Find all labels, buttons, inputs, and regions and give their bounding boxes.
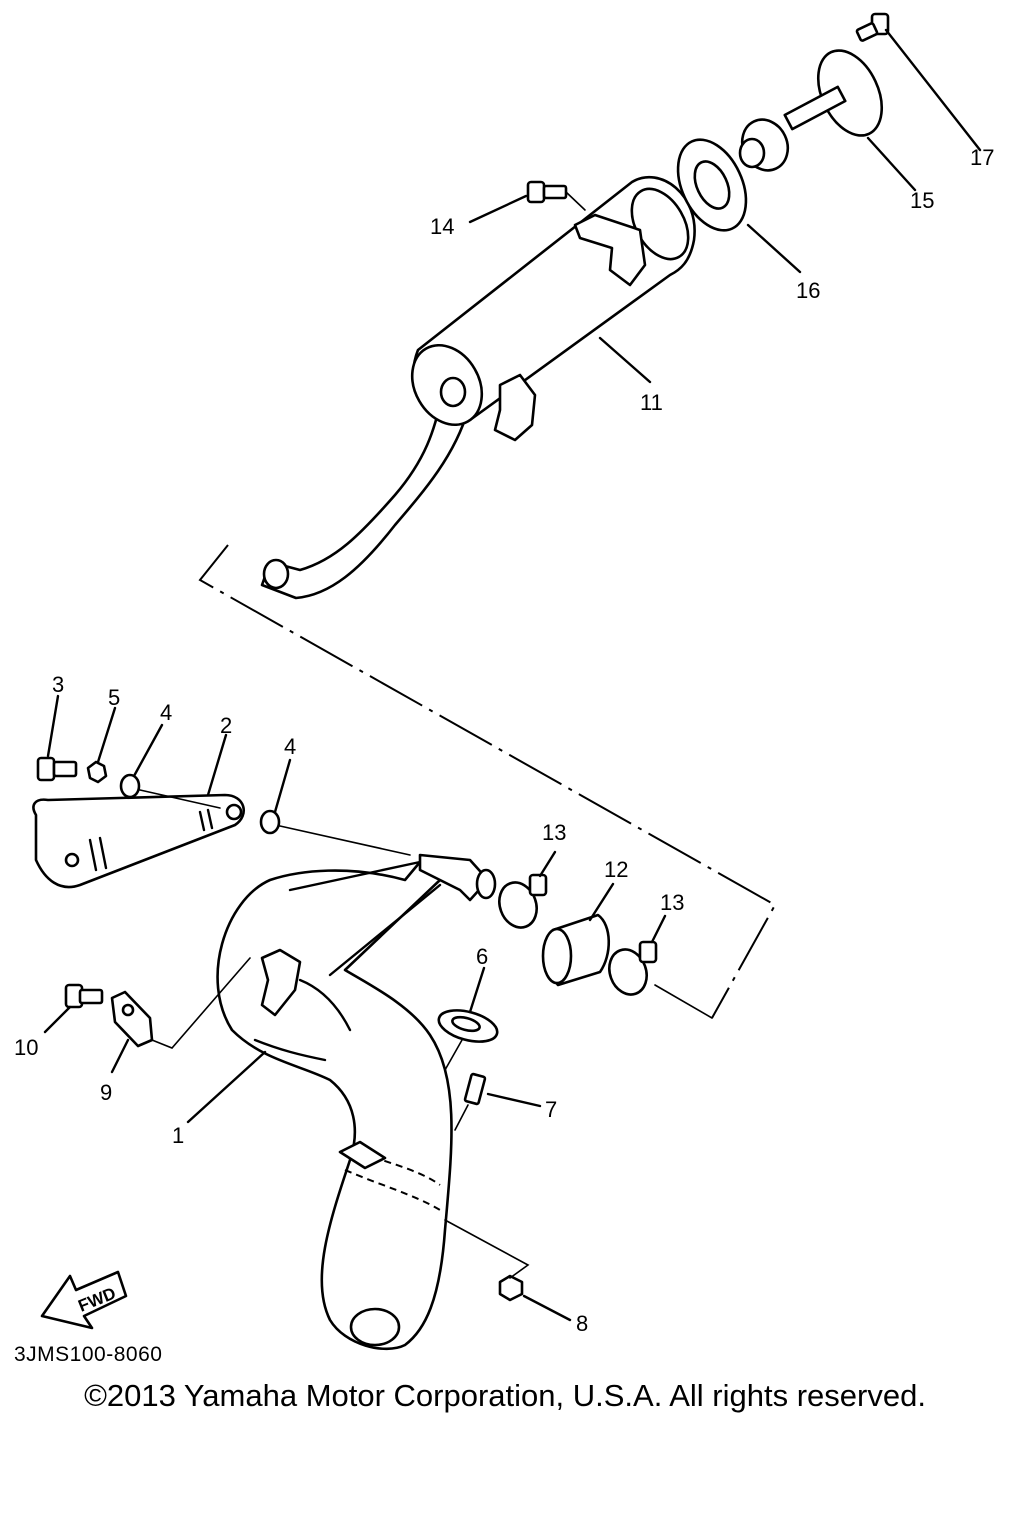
bracket-part-9 [110, 990, 154, 1048]
washer-part-5 [86, 760, 108, 784]
collar-part-4-right [259, 809, 281, 835]
nut-part-8 [498, 1274, 524, 1302]
callout-13b: 13 [660, 890, 684, 915]
exhaust-pipe-part-1 [216, 853, 497, 1351]
callout-4b: 4 [284, 734, 296, 759]
leader-9 [110, 1038, 130, 1074]
leader-7 [486, 1092, 542, 1108]
leader-13-lower [650, 914, 667, 944]
assembly-line-4-right [279, 825, 411, 856]
callout-3: 3 [52, 672, 64, 697]
assembly-line-clamp [654, 984, 713, 1019]
callout-1: 1 [172, 1123, 184, 1148]
fwd-arrow-icon: FWD [40, 1270, 128, 1330]
protector-part-2 [32, 793, 245, 889]
leader-4-right [273, 758, 292, 814]
leader-16 [746, 223, 802, 274]
callout-4a: 4 [160, 700, 172, 725]
spark-arrester-part-15 [738, 49, 884, 172]
callout-13a: 13 [542, 820, 566, 845]
leader-14 [468, 194, 528, 224]
callout-2: 2 [220, 713, 232, 738]
callout-16: 16 [796, 278, 820, 303]
collar-part-4-left [119, 773, 141, 799]
callout-10: 10 [14, 1035, 38, 1060]
leader-17 [884, 28, 982, 152]
leader-3 [46, 694, 60, 758]
leader-8 [522, 1294, 572, 1322]
leader-4-left [132, 723, 164, 778]
leader-10 [43, 1005, 72, 1034]
bolt-part-10 [64, 983, 104, 1009]
callout-12: 12 [604, 857, 628, 882]
leader-1 [186, 1050, 267, 1124]
leader-15 [866, 136, 917, 192]
assembly-line-4-left [139, 789, 221, 809]
damper-part-6 [437, 1009, 499, 1043]
leader-5 [96, 706, 117, 764]
assembly-line-9 [151, 957, 251, 1049]
assembly-line-6 [444, 1039, 463, 1071]
callout-6: 6 [476, 944, 488, 969]
leader-13-upper [538, 850, 557, 878]
leader-12 [588, 882, 615, 922]
joint-pipe-part-12 [541, 913, 611, 987]
stud-part-7 [463, 1072, 487, 1106]
leader-6 [468, 966, 486, 1014]
callout-9: 9 [100, 1080, 112, 1105]
bolt-part-14 [526, 180, 568, 204]
copyright-notice: ©2013 Yamaha Motor Corporation, U.S.A. A… [84, 1378, 926, 1413]
bolt-part-3 [36, 756, 78, 782]
callout-7: 7 [545, 1097, 557, 1122]
diagram-code: 3JMS100-8060 [14, 1343, 163, 1366]
leader-11 [598, 336, 652, 384]
gasket-part-16 [676, 138, 748, 232]
clamp-part-13-upper [498, 873, 548, 929]
callout-15: 15 [910, 188, 934, 213]
assembly-line-7 [454, 1104, 469, 1131]
callout-17: 17 [970, 145, 994, 170]
assembly-line-8 [444, 1219, 530, 1279]
clamp-part-13-lower [608, 940, 658, 996]
bolt-part-17 [855, 12, 890, 42]
assembly-line-14 [565, 191, 586, 211]
assembly-chain-line [198, 544, 777, 1019]
muffler-part-11 [260, 175, 696, 600]
callout-14: 14 [430, 214, 454, 239]
callout-11: 11 [640, 390, 663, 415]
leader-2 [206, 733, 228, 797]
callout-8: 8 [576, 1311, 588, 1336]
callout-5: 5 [108, 685, 120, 710]
